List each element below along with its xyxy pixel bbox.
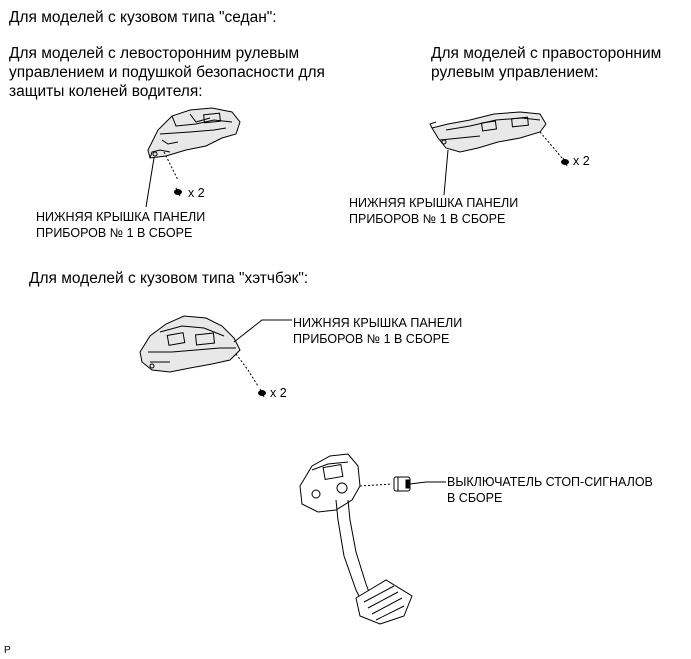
footer-mark: P xyxy=(4,645,11,656)
switch-guide xyxy=(359,483,393,487)
rhd-clip-icon xyxy=(561,157,569,167)
hatch-clip-guide xyxy=(235,353,259,387)
heading-sedan: Для моделей с кузовом типа "седан": xyxy=(9,9,277,26)
label-cover-lhd: НИЖНЯЯ КРЫШКА ПАНЕЛИ ПРИБОРОВ № 1 В СБОР… xyxy=(36,210,206,240)
label-cover-rhd: НИЖНЯЯ КРЫШКА ПАНЕЛИ ПРИБОРОВ № 1 В СБОР… xyxy=(349,196,519,226)
lhd-leader xyxy=(145,157,155,208)
qty-rhd-clips: x 2 xyxy=(573,154,590,168)
qty-lhd-clips: x 2 xyxy=(188,186,205,200)
hatch-leader xyxy=(233,319,292,343)
heading-left-hand-drive: Для моделей с левосторонним рулевым упра… xyxy=(9,45,325,100)
rhd-lower-cover-illustration xyxy=(429,111,547,153)
lhd-lower-cover-illustration xyxy=(147,107,241,159)
rhd-leader xyxy=(443,149,449,196)
lhd-clip-guide xyxy=(163,151,179,181)
label-cover-hatch: НИЖНЯЯ КРЫШКА ПАНЕЛИ ПРИБОРОВ № 1 В СБОР… xyxy=(293,316,463,346)
heading-hatchback: Для моделей с кузовом типа "хэтчбэк": xyxy=(29,270,309,287)
hatch-clip-icon xyxy=(258,388,266,398)
lhd-clip-icon xyxy=(174,187,182,197)
brake-pedal-illustration xyxy=(299,453,413,625)
switch-leader xyxy=(409,481,446,485)
heading-right-hand-drive: Для моделей с правосторонним рулевым упр… xyxy=(431,45,662,81)
label-stop-light-switch: ВЫКЛЮЧАТЕЛЬ СТОП-СИГНАЛОВ В СБОРЕ xyxy=(447,475,653,505)
qty-hatch-clips: x 2 xyxy=(270,386,287,400)
rhd-clip-guide xyxy=(539,131,563,159)
hatch-lower-cover-illustration xyxy=(139,315,241,373)
stop-light-switch-icon xyxy=(393,476,411,492)
